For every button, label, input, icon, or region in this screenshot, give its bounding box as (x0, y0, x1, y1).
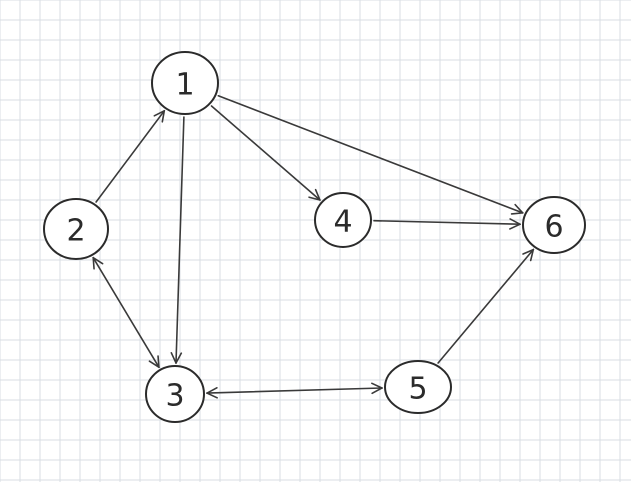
edge-5-6 (437, 250, 533, 364)
node-4-circle (314, 192, 372, 248)
node-2: 2 (43, 198, 109, 260)
node-3-circle (145, 365, 205, 423)
node-1-label: 1 (175, 68, 194, 103)
node-1: 1 (151, 51, 219, 115)
node-5-circle (384, 360, 452, 414)
node-3-label: 3 (165, 379, 184, 414)
node-6-label: 6 (544, 210, 563, 245)
node-2-label: 2 (66, 214, 85, 249)
edge-1-4 (210, 105, 320, 200)
node-6-circle (522, 196, 586, 254)
edges-layer (93, 95, 533, 393)
edge-1-3 (176, 116, 185, 363)
node-2-circle (43, 198, 109, 260)
edge-2-3 (93, 258, 159, 368)
node-4: 4 (314, 192, 372, 248)
edge-2-1 (95, 111, 164, 203)
edge-3-5 (207, 388, 382, 393)
node-3: 3 (145, 365, 205, 423)
edge-1-6 (217, 95, 522, 213)
node-1-circle (151, 51, 219, 115)
edge-4-6 (373, 221, 520, 225)
node-6: 6 (522, 196, 586, 254)
node-4-label: 4 (333, 205, 352, 240)
node-5-label: 5 (408, 372, 427, 407)
node-5: 5 (384, 360, 452, 414)
nodes-layer: 1 2 3 4 5 6 (43, 51, 586, 423)
